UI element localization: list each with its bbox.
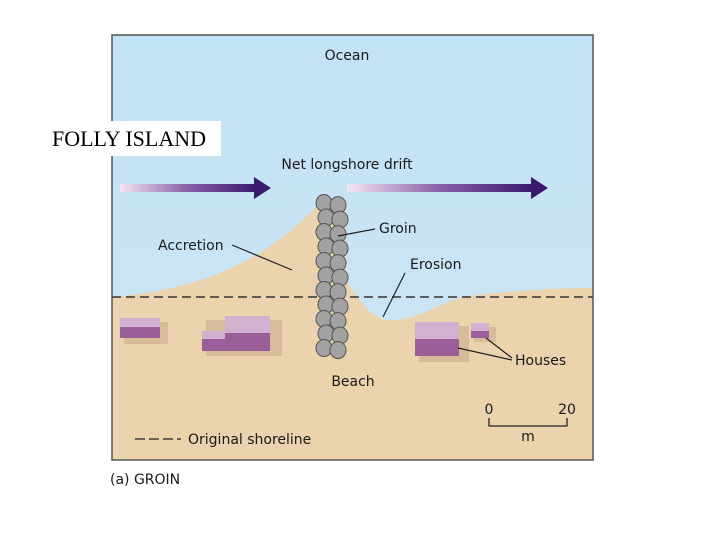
house — [471, 323, 496, 342]
groin-label: Groin — [379, 221, 417, 237]
legend-label: Original shoreline — [188, 432, 311, 448]
house — [202, 316, 282, 356]
scale-end: 20 — [558, 402, 576, 418]
groin-stones — [315, 194, 349, 360]
drift-arrow-right — [347, 177, 548, 199]
scale-unit: m — [521, 429, 535, 445]
scale-start: 0 — [485, 402, 494, 418]
groin-stone — [315, 339, 333, 357]
caption: (a) GROIN — [110, 472, 180, 488]
drift-arrow-left — [120, 177, 271, 199]
beach-label: Beach — [331, 374, 374, 390]
ocean-label: Ocean — [325, 48, 370, 64]
frame — [111, 34, 594, 461]
house — [415, 322, 469, 362]
accretion-label: Accretion — [158, 238, 224, 254]
drift-label: Net longshore drift — [281, 157, 413, 173]
scale-bar — [488, 418, 568, 427]
beach-sand — [112, 200, 593, 460]
houses-label: Houses — [515, 353, 566, 369]
leader-lines — [231, 228, 513, 361]
house — [120, 318, 168, 344]
erosion-label: Erosion — [410, 257, 461, 273]
title-label: FOLLY ISLAND — [37, 121, 221, 156]
groin-stone — [329, 341, 347, 360]
